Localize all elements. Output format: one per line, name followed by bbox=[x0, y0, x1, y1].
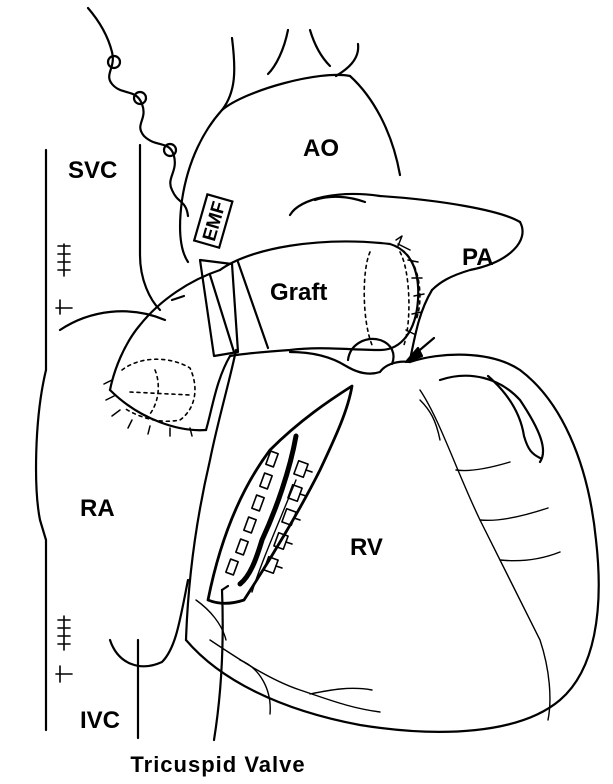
heart-outline bbox=[186, 339, 599, 732]
ra-label: RA bbox=[80, 495, 115, 522]
tricuspid-leader-line bbox=[214, 586, 228, 740]
ao-label: AO bbox=[303, 135, 339, 162]
graft-conduit bbox=[110, 242, 418, 431]
vena-cava-outline bbox=[36, 145, 188, 738]
emf-probe: EMF bbox=[194, 194, 232, 247]
rv-label: RV bbox=[350, 534, 383, 561]
svc-label: SVC bbox=[68, 157, 117, 184]
ivc-sutures bbox=[56, 616, 72, 682]
graft-label: Graft bbox=[270, 279, 327, 306]
graft-valve-dotted bbox=[122, 250, 420, 421]
pa-label: PA bbox=[462, 244, 494, 271]
ivc-label: IVC bbox=[80, 707, 120, 734]
tricuspid-valve-label: Tricuspid Valve bbox=[130, 752, 305, 777]
svc-sutures bbox=[56, 244, 72, 314]
emf-wire bbox=[88, 8, 188, 216]
